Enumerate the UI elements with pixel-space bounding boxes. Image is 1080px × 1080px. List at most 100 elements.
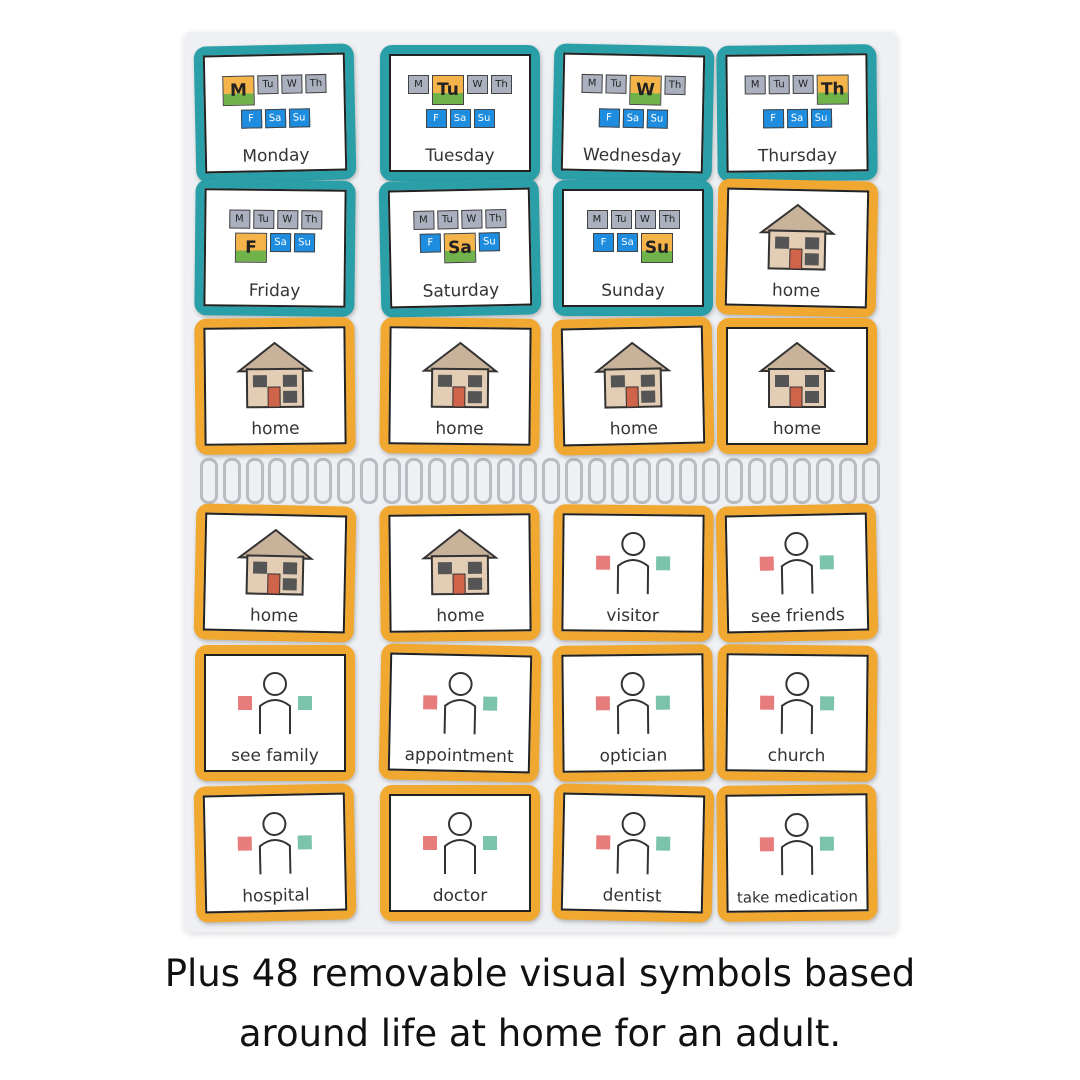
symbol-card-optician[interactable]: optician [552, 644, 714, 782]
house-icon [728, 329, 866, 419]
family-icon [206, 656, 344, 746]
house-icon [563, 328, 703, 421]
symbol-card-hospital[interactable]: hospital [193, 783, 357, 923]
spiral-ring [336, 458, 355, 504]
spiral-ring [656, 458, 675, 504]
symbol-card-home[interactable]: home [193, 503, 357, 643]
day-tile: M [744, 74, 766, 95]
day-tile: Sa [617, 232, 638, 252]
day-tile: Su [293, 232, 316, 252]
card-label: home [436, 605, 485, 627]
card-label: home [251, 418, 300, 440]
card-label: Wednesday [582, 144, 682, 168]
symbol-card-appointment[interactable]: appointment [378, 643, 542, 783]
spiral-ring [770, 458, 789, 504]
spiral-ring [838, 458, 857, 504]
day-tile: F [593, 232, 614, 252]
spiral-ring [359, 458, 378, 504]
day-tile: F [234, 232, 268, 263]
spiral-ring [428, 458, 447, 504]
card-label: home [772, 419, 822, 439]
day-tile: Tu [610, 209, 632, 229]
day-tile: Tu [252, 209, 274, 229]
spiral-ring [679, 458, 698, 504]
day-tile: W [634, 209, 656, 229]
day-tile: Th [491, 74, 512, 94]
spiral-binding [200, 458, 880, 504]
spiral-ring [542, 458, 561, 504]
symbol-card-home[interactable]: home [379, 317, 541, 455]
day-tile: Th [658, 209, 680, 229]
symbol-card-home[interactable]: home [194, 317, 356, 455]
day-tile: W [467, 74, 488, 94]
house-icon [391, 328, 530, 419]
spiral-ring [291, 458, 310, 504]
symbol-card-church[interactable]: church [716, 644, 878, 782]
symbol-card-dentist[interactable]: dentist [551, 783, 715, 923]
symbol-card-see-family[interactable]: see family [195, 645, 355, 781]
card-label: Saturday [422, 280, 500, 302]
symbol-card-home[interactable]: home [715, 178, 879, 318]
card-label: home [771, 280, 821, 302]
day-tile: W [276, 209, 298, 229]
spiral-ring [815, 458, 834, 504]
spiral-ring [565, 458, 583, 504]
card-label: see family [231, 746, 319, 766]
card-label: see friends [750, 605, 845, 627]
card-label: church [767, 745, 826, 767]
day-tile: M [228, 209, 250, 229]
card-label: dentist [602, 885, 662, 907]
symbol-card-home[interactable]: home [551, 316, 715, 456]
house-icon [205, 328, 344, 419]
day-tile: W [281, 73, 303, 94]
symbol-card-home[interactable]: home [379, 504, 541, 642]
day-tile: Sa [264, 108, 286, 128]
day-tile: M [581, 73, 603, 93]
day-tile: F [598, 107, 620, 128]
day-tile: W [629, 74, 662, 106]
day-tile: Su [478, 231, 501, 252]
symbol-card-home[interactable]: home [717, 318, 877, 454]
day-tile: Su [641, 232, 673, 263]
church-icon [728, 655, 867, 746]
card-label: visitor [606, 605, 659, 627]
day-tile: Tu [768, 74, 790, 94]
day-tile: Th [300, 209, 322, 229]
symbol-card-doctor[interactable]: doctor [380, 785, 540, 921]
day-tile: Th [816, 73, 849, 105]
day-tile: Tu [605, 73, 627, 94]
spiral-ring [200, 458, 218, 504]
day-tile: F [419, 232, 442, 253]
day-tile: Sa [443, 232, 477, 263]
day-tile: Sa [622, 108, 644, 128]
spiral-ring [450, 458, 469, 504]
day-tile: F [762, 108, 784, 128]
day-tile: Su [810, 108, 832, 128]
day-tile: M [408, 74, 429, 94]
spiral-ring [382, 458, 401, 504]
spiral-ring [519, 458, 538, 504]
card-label: Monday [242, 145, 310, 167]
symbol-card-see-friends[interactable]: see friends [715, 503, 879, 643]
spiral-ring [610, 458, 629, 504]
card-label: Sunday [601, 281, 665, 301]
day-tile: M [586, 209, 608, 229]
symbol-card-visitor[interactable]: visitor [552, 504, 714, 642]
day-tile: Sa [269, 232, 292, 252]
card-label: Thursday [757, 145, 838, 167]
house-icon [390, 515, 529, 606]
spiral-ring [268, 458, 287, 504]
symbol-card-take-medication[interactable]: take medication [716, 784, 878, 922]
